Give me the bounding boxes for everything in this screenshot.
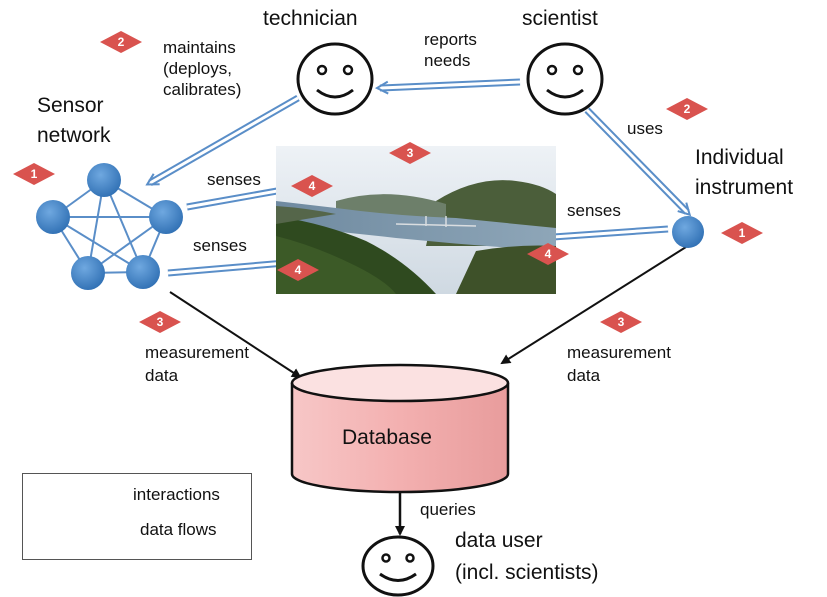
reports-needs-label-line2: needs [424,51,471,70]
river-landscape-photo [276,146,556,294]
technician-label: technician [263,7,358,30]
maintains-label-line2: (deploys, [163,59,232,78]
sensor-network-graph [36,163,183,290]
legend-data-flows-label: data flows [140,520,217,539]
database-cylinder [290,363,510,494]
interaction-uses-arrow [584,107,689,214]
scientist-label: scientist [522,7,598,30]
maintains-label-line1: maintains [163,38,236,57]
measurement-right-label-line2: data [567,366,601,385]
measurement-left-label-line2: data [145,366,179,385]
badge-measurement-left: 3 [139,311,181,333]
senses-top-label: senses [207,170,261,189]
sensor-network-label-line2: network [37,124,111,147]
uses-label: uses [627,119,663,138]
measurement-left-label-line1: measurement [145,343,249,362]
senses-right-label: senses [567,201,621,220]
maintains-label-line3: calibrates) [163,80,242,99]
data-flow-sensor-to-db [169,291,302,379]
data-user-sublabel: (incl. scientists) [455,561,599,584]
badge-senses-top: 4 [291,175,333,197]
badge-instrument: 1 [721,222,763,244]
reports-needs-label-line1: reports [424,30,477,49]
data-user-face-icon [361,535,435,597]
instrument-label-line2: instrument [695,176,794,199]
badge-measurement-right: 3 [600,311,642,333]
measurement-right-label-line1: measurement [567,343,671,362]
instrument-label-line1: Individual [695,146,784,169]
senses-bottom-label: senses [193,236,247,255]
badge-maintains: 2 [100,31,142,53]
interaction-reports-needs-arrow [378,78,521,88]
technician-face-icon [296,42,374,116]
instrument-node [672,216,704,248]
scientist-face-icon [526,42,604,116]
legend-interactions-label: interactions [133,485,220,504]
data-user-label: data user [455,529,543,552]
badge-photo: 3 [389,142,431,164]
data-flow-instrument-to-db [500,246,687,365]
badge-uses: 2 [666,98,708,120]
badge-senses-right: 4 [527,243,569,265]
badge-sensor-network: 1 [13,163,55,185]
sensor-network-label-line1: Sensor [37,94,104,117]
queries-label: queries [420,500,476,519]
badge-senses-bottom: 4 [277,259,319,281]
legend [22,473,252,560]
database-label: Database [342,426,432,449]
interaction-maintains-arrow [148,94,300,187]
